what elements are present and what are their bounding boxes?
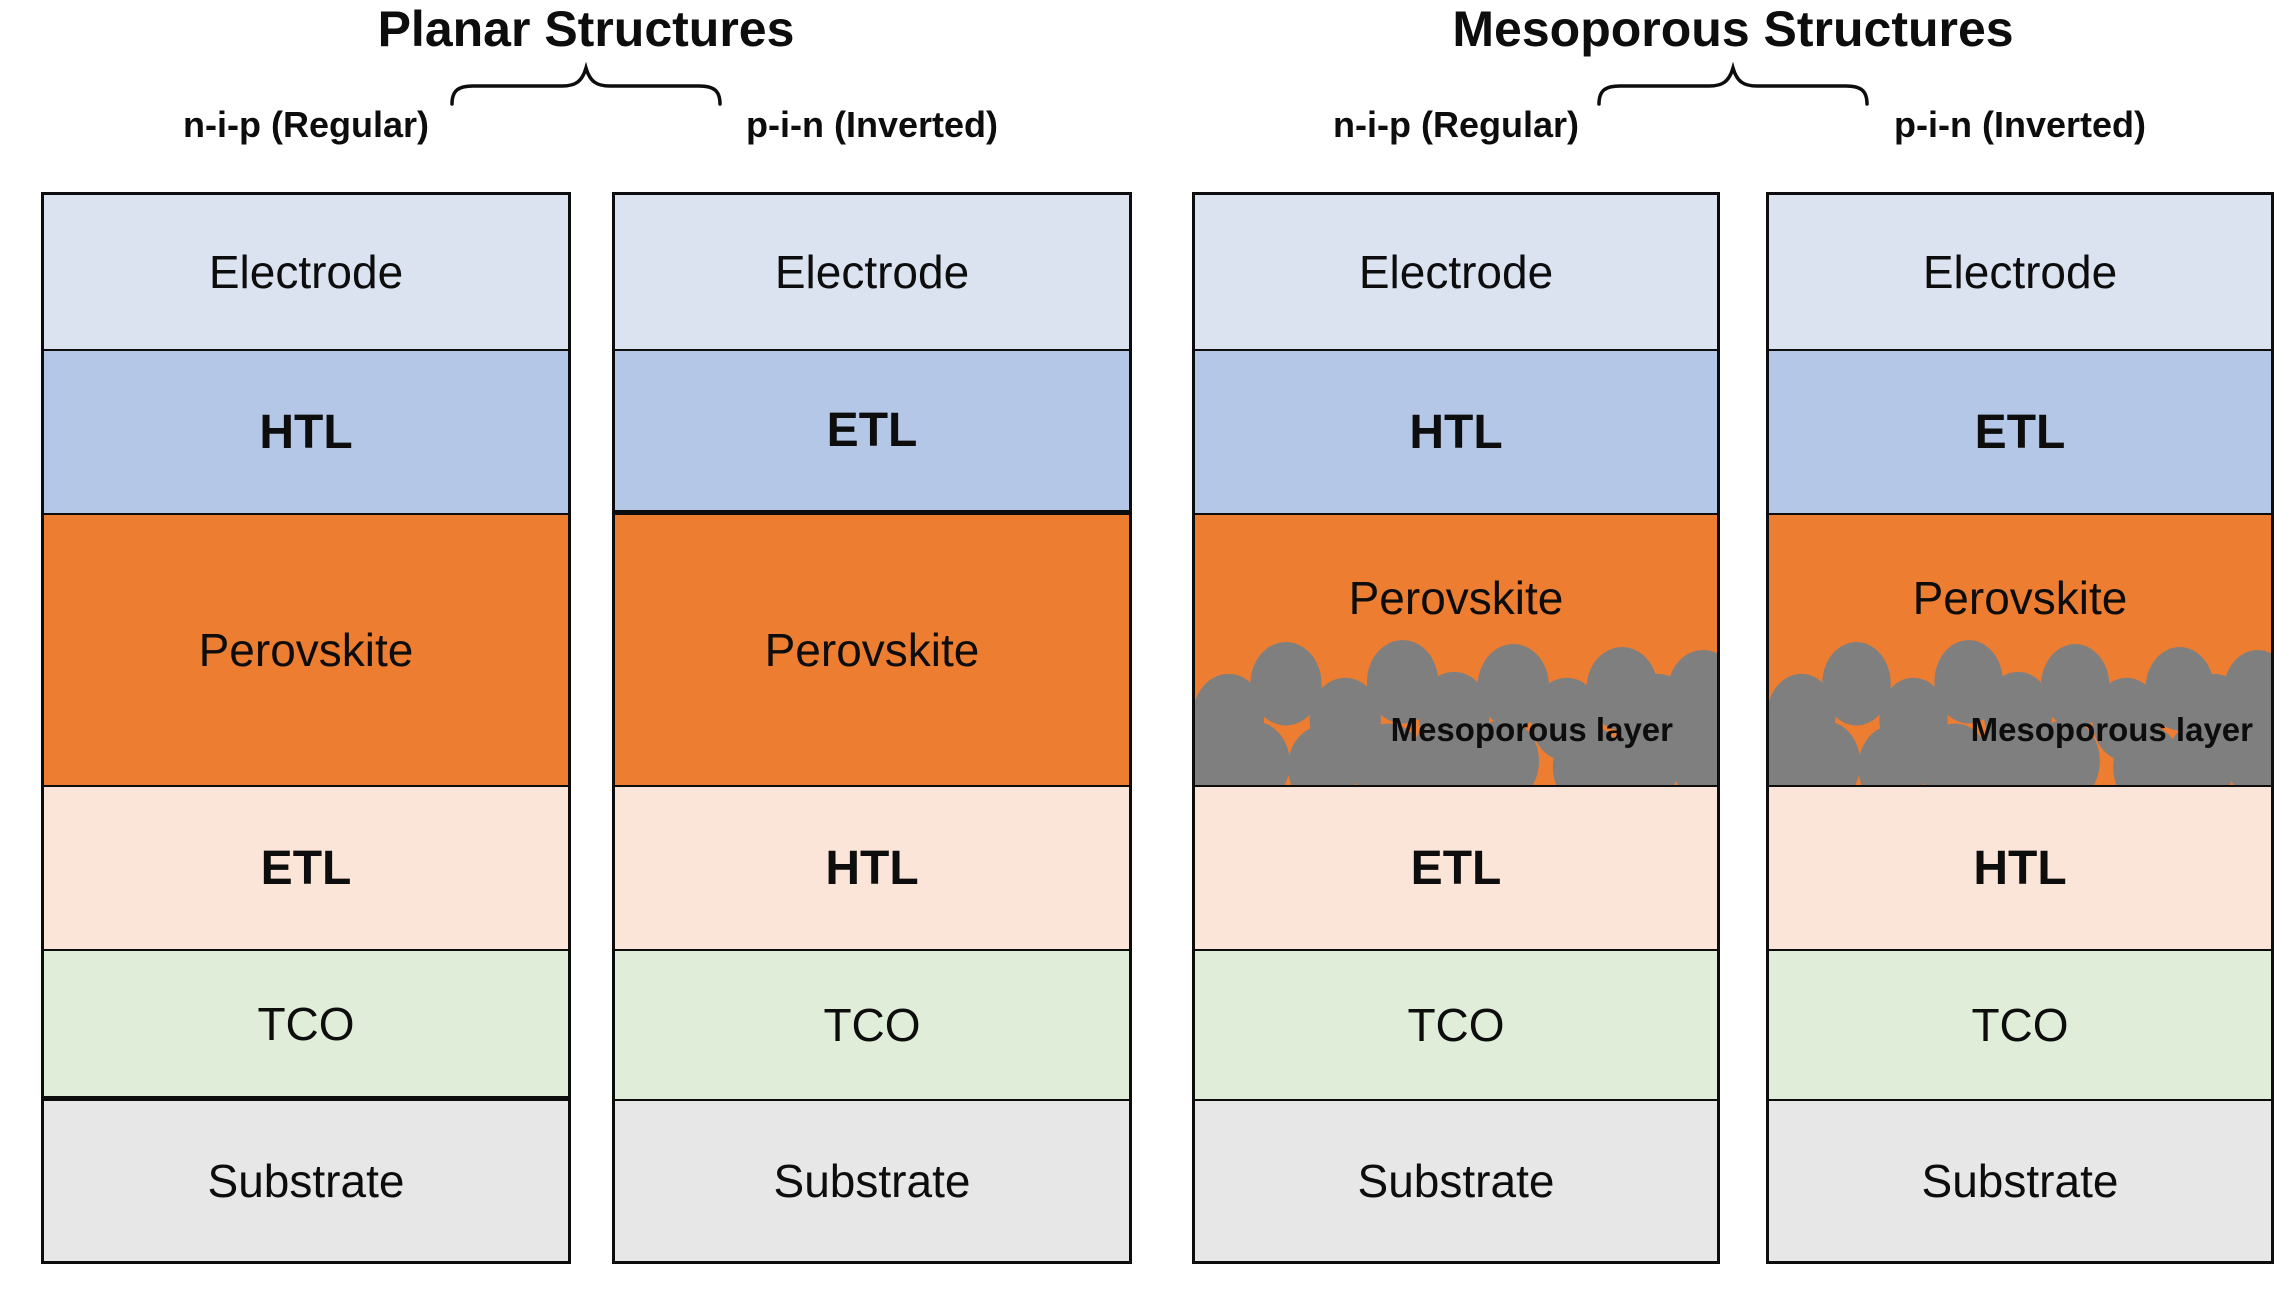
layer-label: HTL bbox=[1409, 405, 1503, 459]
layer-label: ETL bbox=[1974, 405, 2066, 459]
mesoporous-particle-icon bbox=[1608, 721, 1680, 785]
layer-label: TCO bbox=[257, 997, 355, 1050]
layer-electrode: Electrode bbox=[615, 195, 1129, 351]
layer-etl: ETL bbox=[615, 351, 1129, 515]
layer-tco: TCO bbox=[1769, 951, 2271, 1101]
mesoporous-particle-icon bbox=[1250, 642, 1322, 726]
mesoporous-particle-icon bbox=[1858, 725, 1927, 785]
mesoporous-particle-icon bbox=[1921, 723, 1990, 785]
column-label: n-i-p (Regular) bbox=[183, 104, 429, 145]
layer-substrate: Substrate bbox=[615, 1101, 1129, 1261]
layer-electrode: Electrode bbox=[44, 195, 568, 351]
column-label: p-i-n (Inverted) bbox=[1894, 104, 2146, 145]
layer-label: Electrode bbox=[1358, 246, 1554, 298]
layer-label: Perovskite bbox=[764, 624, 980, 676]
layer-label: Electrode bbox=[208, 246, 404, 298]
layer-substrate: Substrate bbox=[1195, 1101, 1717, 1261]
group-brace-icon bbox=[450, 62, 722, 106]
mesoporous-particle-icon bbox=[2031, 719, 2100, 785]
layer-htl: HTL bbox=[1195, 351, 1717, 515]
layer-tco: TCO bbox=[615, 951, 1129, 1101]
layer-etl: ETL bbox=[1769, 351, 2271, 515]
layer-electrode: Electrode bbox=[1195, 195, 1717, 351]
layer-substrate: Substrate bbox=[44, 1101, 568, 1261]
mesoporous-particle-icon bbox=[1467, 719, 1540, 785]
layer-label: Substrate bbox=[1357, 1155, 1555, 1207]
layer-label: Electrode bbox=[1922, 246, 2118, 298]
mesoporous-particle-icon bbox=[1791, 721, 1861, 785]
layer-label: Perovskite bbox=[198, 624, 414, 676]
layer-tco: TCO bbox=[1195, 951, 1717, 1101]
mesoporous-layer-label: Mesoporous layer bbox=[1970, 711, 2253, 748]
layer-label: Perovskite bbox=[1912, 572, 2128, 624]
group-title: Planar Structures bbox=[377, 1, 795, 57]
mesoporous-particle-icon bbox=[1408, 721, 1480, 785]
layer-label: Electrode bbox=[774, 246, 970, 298]
mesoporous-particle-icon bbox=[1477, 644, 1549, 728]
layer-electrode: Electrode bbox=[1769, 195, 2271, 351]
mesoporous-particle-icon bbox=[1822, 642, 1891, 726]
group-brace-icon bbox=[1597, 62, 1869, 106]
layer-etl: ETL bbox=[44, 787, 568, 951]
mesoporous-particle-icon bbox=[1218, 721, 1290, 785]
layer-htl: HTL bbox=[44, 351, 568, 515]
column-label: n-i-p (Regular) bbox=[1333, 104, 1579, 145]
layer-htl: HTL bbox=[615, 787, 1129, 951]
mesoporous-particle-icon bbox=[2040, 644, 2110, 728]
layer-substrate: Substrate bbox=[1769, 1101, 2271, 1261]
mesoporous-particles bbox=[1195, 640, 1717, 785]
layer-label: HTL bbox=[825, 841, 919, 895]
layer-perovskite: Mesoporous layer Perovskite bbox=[1195, 515, 1717, 787]
mesoporous-particles bbox=[1769, 640, 2271, 785]
layer-label: TCO bbox=[1971, 999, 2069, 1051]
group-title: Mesoporous Structures bbox=[1452, 1, 2014, 57]
layer-perovskite: Mesoporous layer Perovskite bbox=[1769, 515, 2271, 787]
layer-label: HTL bbox=[1973, 841, 2067, 895]
layer-etl: ETL bbox=[1195, 787, 1717, 951]
layer-perovskite: Perovskite bbox=[44, 515, 568, 787]
layer-label: HTL bbox=[259, 405, 353, 459]
layer-perovskite: Perovskite bbox=[615, 515, 1129, 787]
layer-label: Substrate bbox=[773, 1155, 971, 1207]
mesoporous-layer-label: Mesoporous layer bbox=[1390, 711, 1673, 748]
mesoporous-particle-icon bbox=[2113, 725, 2182, 785]
layer-label: Substrate bbox=[207, 1155, 405, 1207]
layer-label: ETL bbox=[260, 841, 352, 895]
mesoporous-particle-icon bbox=[1669, 715, 1717, 785]
layer-label: TCO bbox=[1407, 999, 1505, 1051]
mesoporous-particle-icon bbox=[1552, 725, 1625, 785]
layer-label: TCO bbox=[823, 999, 921, 1051]
layer-label: Perovskite bbox=[1348, 572, 1564, 624]
mesoporous-particle-icon bbox=[2166, 721, 2235, 785]
layer-htl: HTL bbox=[1769, 787, 2271, 951]
mesoporous-particle-icon bbox=[1353, 723, 1425, 785]
layer-label: ETL bbox=[1410, 841, 1502, 895]
layer-tco: TCO bbox=[44, 951, 568, 1101]
layer-label: ETL bbox=[826, 404, 918, 457]
layer-label: Substrate bbox=[1921, 1155, 2119, 1207]
mesoporous-particle-icon bbox=[2225, 715, 2271, 785]
mesoporous-particle-icon bbox=[1287, 725, 1360, 785]
mesoporous-particle-icon bbox=[1974, 721, 2043, 785]
column-label: p-i-n (Inverted) bbox=[746, 104, 998, 145]
